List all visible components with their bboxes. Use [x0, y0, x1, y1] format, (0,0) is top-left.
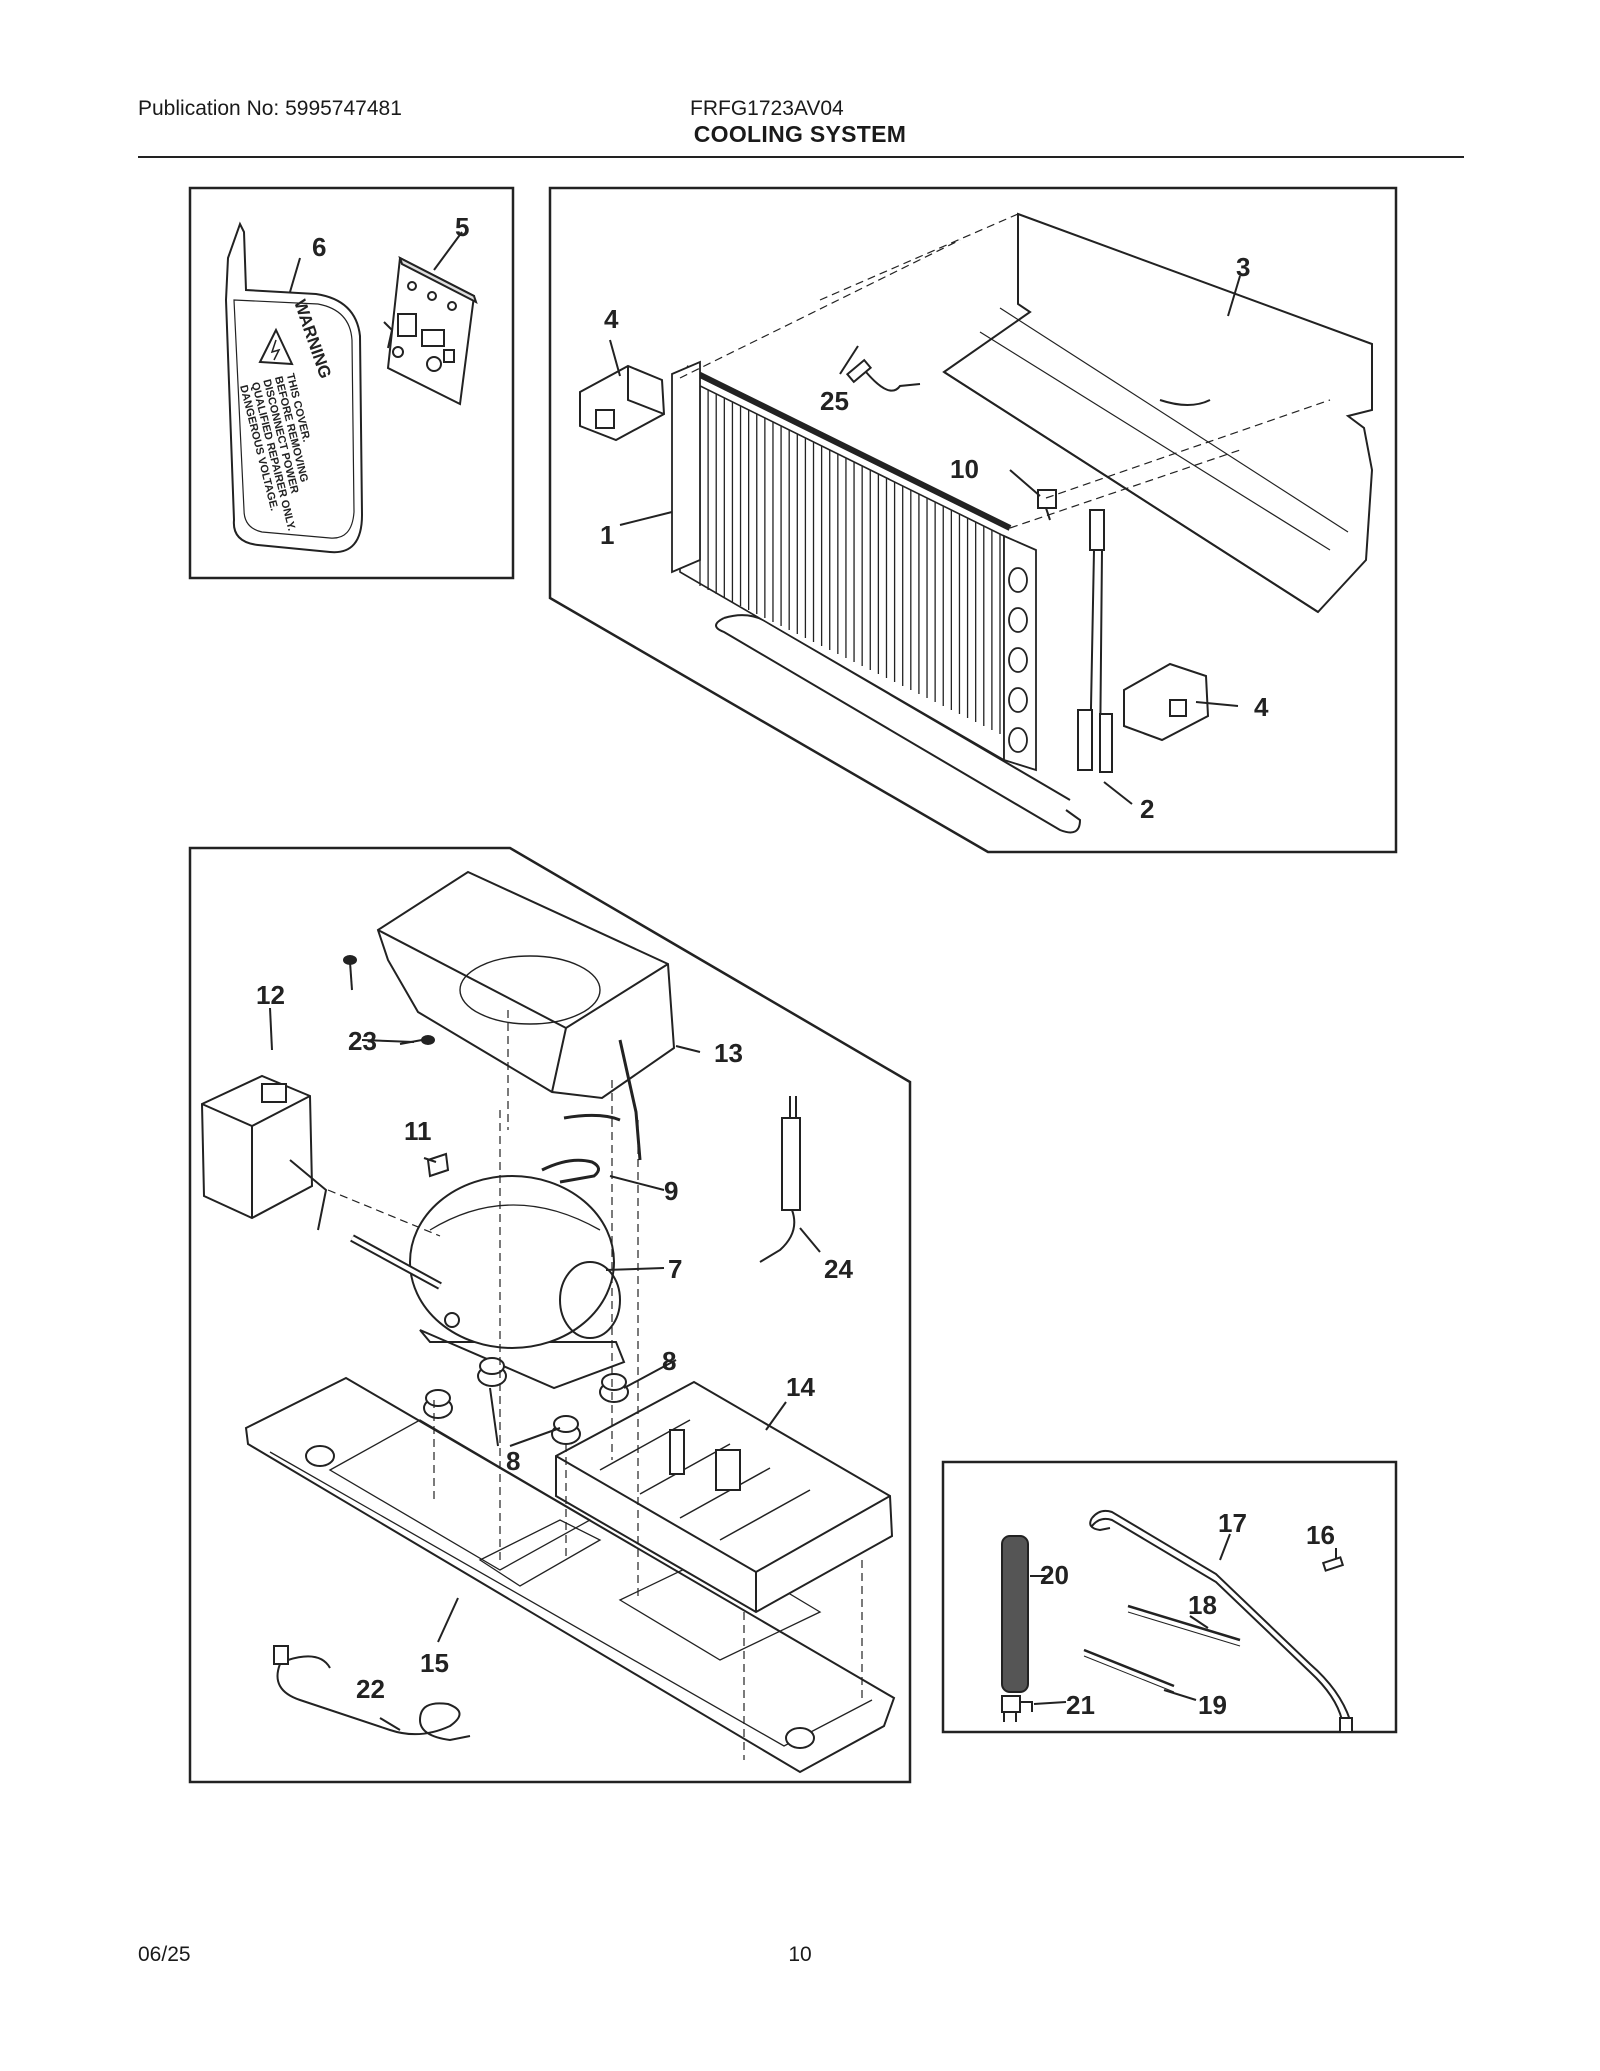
drier-24: [759, 1096, 801, 1263]
insulation-sleeve-20: [1001, 1535, 1029, 1693]
callout-1: 1: [600, 520, 614, 550]
callout-25: 25: [820, 386, 849, 416]
publication-number: Publication No: 5995747481: [138, 97, 402, 120]
panel-evaporator: [548, 186, 1398, 854]
sensor-25: [845, 358, 921, 392]
tube-18: [1127, 1604, 1241, 1647]
callout-3: 3: [1236, 252, 1250, 282]
clip-11: [426, 1152, 450, 1178]
header-rule: [138, 156, 1464, 158]
machine-compartment-cover-13: [376, 870, 676, 1161]
heater-harness-2: [1077, 509, 1113, 773]
screws-23: [343, 955, 435, 1045]
drain-trough-4-left: [579, 364, 666, 442]
model-number: FRFG1723AV04: [690, 97, 844, 120]
panel-tubing: [941, 1460, 1398, 1734]
drain-trough-4-right: [1123, 662, 1210, 742]
callout-14: 14: [786, 1372, 815, 1402]
footer-page-number: 10: [788, 1943, 812, 1966]
discharge-tube-9: [541, 1158, 600, 1184]
compressor-7: [350, 1175, 626, 1390]
electrical-cover: [224, 221, 364, 554]
callout-7: 7: [668, 1254, 682, 1284]
callout-24: 24: [824, 1254, 853, 1284]
callout-13: 13: [714, 1038, 743, 1068]
callout-10: 10: [950, 454, 979, 484]
start-relay-12: [200, 1074, 328, 1231]
callout-6: 6: [312, 232, 326, 262]
callout-18: 18: [1188, 1590, 1217, 1620]
panel-control-board: [188, 186, 515, 580]
evaporator-end-plate: [1003, 534, 1037, 772]
callout-4-right: 4: [1254, 692, 1269, 722]
callout-2: 2: [1140, 794, 1154, 824]
evaporator-cover: [942, 212, 1374, 614]
page-title: COOLING SYSTEM: [693, 121, 907, 147]
callout-11: 11: [404, 1116, 432, 1146]
callout-9: 9: [664, 1176, 678, 1206]
evaporator-left-plate: [671, 360, 701, 574]
condensate-pan-14: [555, 1380, 894, 1614]
callout-16: 16: [1306, 1520, 1335, 1550]
defrost-thermostat-10: [1037, 489, 1057, 521]
control-board: [383, 255, 478, 406]
compressor-mounting-base: [244, 1376, 896, 1774]
callout-20: 20: [1040, 1560, 1069, 1590]
footer-date: 06/25: [138, 1943, 191, 1966]
callout-5: 5: [455, 212, 469, 242]
pin-16: [1321, 1556, 1345, 1572]
panel-compressor: [188, 846, 912, 1784]
valve-21: [1001, 1695, 1033, 1722]
callout-23: 23: [348, 1026, 377, 1056]
callout-4-top: 4: [604, 304, 619, 334]
callout-17: 17: [1218, 1508, 1247, 1538]
callout-22: 22: [356, 1674, 385, 1704]
tube-19: [1083, 1648, 1175, 1693]
heat-exchanger-17: [1089, 1509, 1353, 1733]
callout-15: 15: [420, 1648, 449, 1678]
callout-8-right: 8: [662, 1346, 676, 1376]
callout-19: 19: [1198, 1690, 1227, 1720]
callout-12: 12: [256, 980, 285, 1010]
callout-8-left: 8: [506, 1446, 520, 1476]
leader-lines: [269, 231, 1337, 1731]
callout-21: 21: [1066, 1690, 1095, 1720]
power-cord-22: [273, 1645, 471, 1742]
